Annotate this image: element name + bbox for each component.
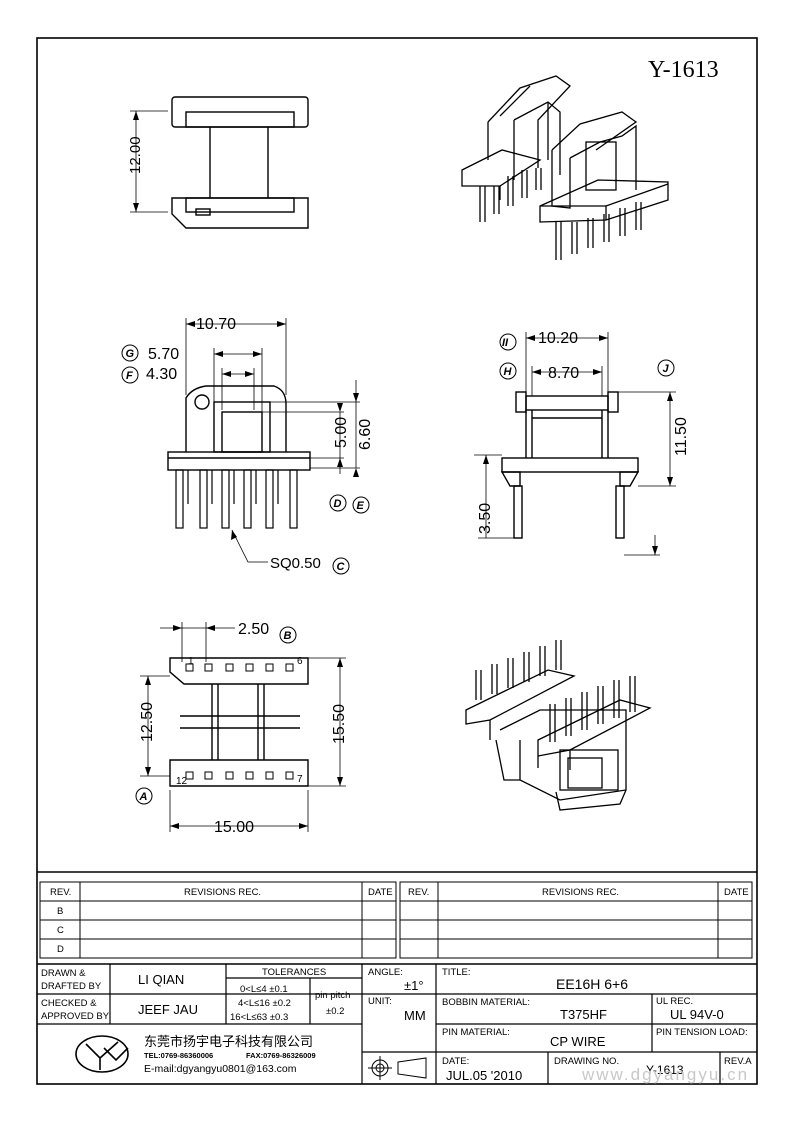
date-col-right: DATE [724, 887, 749, 898]
callout-e: E [352, 496, 370, 514]
pin-material-label: PIN MATERIAL: [442, 1027, 510, 1038]
page-border [36, 37, 758, 1085]
svg-text:II: II [502, 337, 509, 349]
drawing-code-title: Y-1613 [648, 57, 719, 83]
pin-number-7: 7 [297, 774, 303, 785]
dim-11-50: 11.50 [673, 417, 690, 456]
pin-number-6: 6 [297, 656, 303, 667]
checked-by-value: JEEF JAU [138, 1002, 198, 1017]
dim-2-50: 2.50 [238, 621, 269, 638]
date-col-left: DATE [368, 887, 393, 898]
rev-row-d: D [57, 944, 64, 955]
iso-view-bottom [465, 640, 652, 811]
callout-f: F [121, 366, 139, 384]
callout-j: J [657, 359, 675, 377]
svg-text:B: B [284, 630, 292, 642]
company-logo [75, 1035, 129, 1073]
date-label: DATE: [442, 1056, 469, 1067]
unit-value: MM [404, 1008, 426, 1023]
front-view [167, 318, 360, 563]
dim-10-70: 10.70 [196, 316, 236, 333]
dim-3-50: 3.50 [477, 503, 494, 534]
rev-col-left: REV. [50, 887, 71, 898]
pin-number-1: 1 [188, 656, 194, 667]
bobbin-label: BOBBIN MATERIAL: [442, 997, 530, 1008]
angle-label: ANGLE: [368, 967, 403, 978]
dim-12-00: 12.00 [127, 136, 144, 174]
svg-text:A: A [139, 791, 148, 803]
rev-a-label: REV.A [724, 1056, 752, 1067]
dim-5-00: 5.00 [333, 417, 350, 448]
drawn-label-2: DRAFTED BY [41, 981, 102, 992]
title-value: EE16H 6+6 [556, 976, 628, 992]
checked-label-1: CHECKED & [41, 998, 97, 1009]
unit-label: UNIT: [368, 996, 392, 1007]
watermark: www.dgyangyu.cn [581, 1065, 749, 1084]
dim-5-70: 5.70 [148, 346, 179, 363]
drawing-no-value: Y-1613 [646, 1063, 684, 1077]
company-fax: FAX:0769-86326009 [246, 1051, 316, 1060]
projection-symbol-icon [368, 1056, 427, 1080]
bobbin-value: T375HF [560, 1007, 607, 1022]
dim-sq0-50: SQ0.50 [270, 555, 321, 572]
ul-label: UL REC. [656, 996, 693, 1007]
side-view [474, 332, 676, 556]
tol-row-2: 4<L≤16 ±0.2 [238, 998, 291, 1009]
rev-col-right: REV. [408, 887, 429, 898]
ul-value: UL 94V-0 [670, 1007, 724, 1022]
callout-d: D [329, 494, 347, 512]
pin-pitch-label: pin pitch [315, 990, 350, 1001]
drawn-by-value: LI QIAN [138, 972, 184, 987]
iso-view-top [461, 75, 669, 260]
bottom-view [140, 622, 346, 832]
pin-material-value: CP WIRE [550, 1034, 606, 1049]
drawn-label-1: DRAWN & [41, 968, 86, 979]
tol-row-1: 0<L≤4 ±0.1 [240, 984, 288, 995]
title-block-grid [37, 963, 757, 1084]
dim-4-30: 4.30 [146, 366, 177, 383]
pin-number-12: 12 [176, 776, 188, 787]
rec-col-right: REVISIONS REC. [542, 887, 619, 898]
rev-row-b: B [57, 906, 63, 917]
top-view [130, 96, 309, 229]
svg-text:D: D [334, 498, 342, 510]
dim-12-50: 12.50 [139, 702, 156, 742]
dim-8-70: 8.70 [548, 365, 579, 382]
svg-text:G: G [126, 348, 135, 360]
tolerances-label: TOLERANCES [262, 967, 326, 978]
checked-label-2: APPROVED BY [41, 1011, 110, 1022]
svg-text:H: H [504, 366, 513, 378]
dim-10-20: 10.20 [538, 330, 578, 347]
rec-col-left: REVISIONS REC. [184, 887, 261, 898]
date-value: JUL.05 '2010 [446, 1068, 522, 1083]
company-name-cn: 东莞市扬宇电子科技有限公司 [144, 1034, 313, 1049]
callout-b: B [279, 626, 297, 644]
company-email: E-mail:dgyangyu0801@163.com [144, 1063, 297, 1075]
callout-c: C [332, 557, 350, 575]
title-label: TITLE: [442, 967, 471, 978]
pin-pitch-value: ±0.2 [326, 1006, 344, 1017]
pin-tension-label: PIN TENSION LOAD: [656, 1027, 748, 1038]
angle-value: ±1° [404, 978, 424, 993]
svg-text:E: E [357, 500, 365, 512]
rev-row-c: C [57, 925, 64, 936]
svg-text:C: C [337, 561, 346, 573]
dim-15-50: 15.50 [331, 704, 348, 744]
dim-15-00: 15.00 [214, 819, 254, 836]
callout-ii: II [499, 333, 517, 351]
tol-row-3: 16<L≤63 ±0.3 [230, 1012, 288, 1023]
company-tel: TEL:0769-86360006 [144, 1051, 213, 1060]
callout-h: H [499, 362, 517, 380]
dim-6-60: 6.60 [357, 419, 374, 450]
svg-text:J: J [663, 363, 670, 375]
revisions-table [37, 871, 757, 959]
svg-text:F: F [126, 370, 133, 382]
drawing-no-label: DRAWING NO. [554, 1056, 619, 1067]
callout-a: A [135, 787, 153, 805]
callout-g: G [121, 344, 139, 362]
